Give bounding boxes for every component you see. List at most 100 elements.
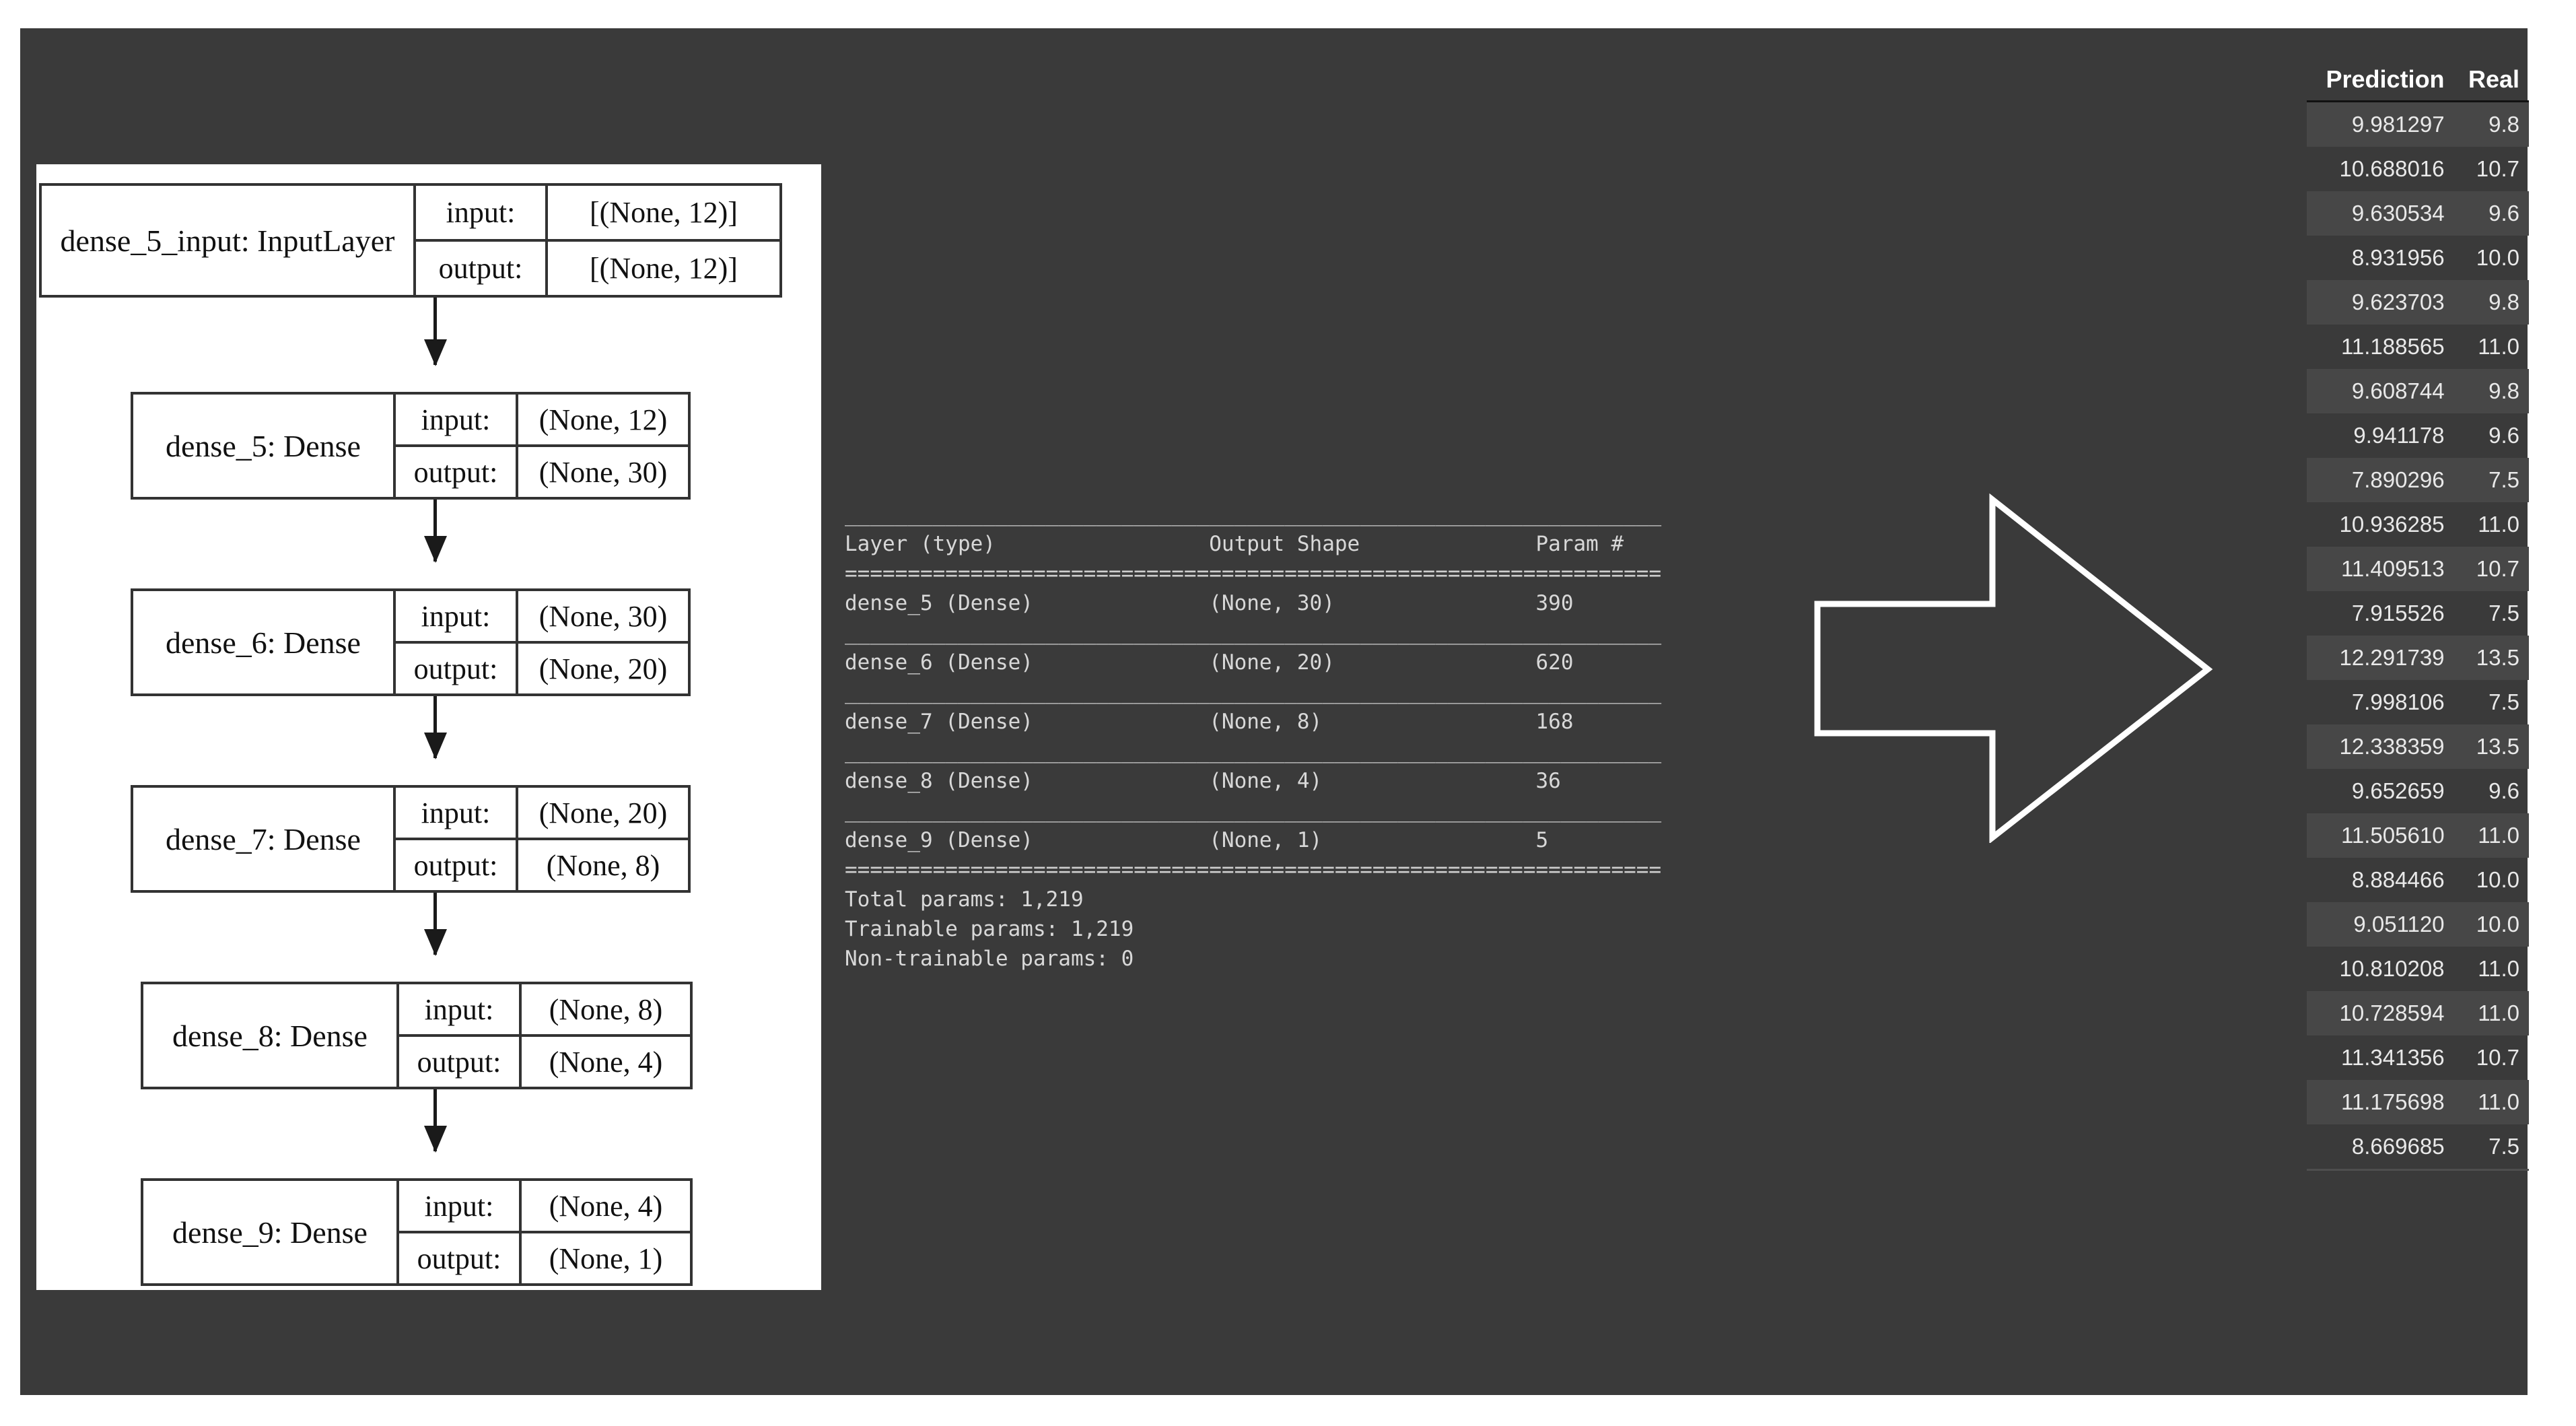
layer-input-label: input: [396, 591, 518, 641]
cell-real: 11.0 [2478, 956, 2519, 981]
cell-prediction: 11.188565 [2341, 334, 2445, 359]
cell-prediction: 12.291739 [2339, 645, 2445, 670]
layer-output-label: output: [396, 447, 518, 497]
layer-input-shape: [(None, 12)] [590, 196, 738, 229]
cell-real: 10.0 [2476, 245, 2519, 270]
cell-real: 7.5 [2488, 601, 2519, 625]
connector-arrow-3 [433, 893, 437, 955]
cell-prediction: 9.981297 [2351, 112, 2445, 137]
summary-header: Layer (type) Output Shape Param # [845, 532, 1624, 556]
layer-output-shape: (None, 4) [549, 1045, 663, 1079]
cell-prediction: 12.338359 [2339, 734, 2445, 759]
table-row: 7.890296 7.5 [2307, 458, 2529, 502]
table-header-row: Prediction Real [2307, 65, 2529, 102]
layer-input-label: input: [396, 788, 518, 838]
layer-output-label: output: [399, 1233, 522, 1283]
cell-real: 9.8 [2488, 290, 2519, 314]
layer-box-dense_7: dense_7: Dense input: (None, 20) output:… [131, 785, 691, 893]
summary-row-2: dense_7 (Dense) (None, 8) 168 [845, 710, 1662, 734]
cell-real: 11.0 [2478, 334, 2519, 359]
layer-box-dense_6: dense_6: Dense input: (None, 30) output:… [131, 588, 691, 696]
right-arrow-icon [1814, 493, 2213, 843]
connector-arrow-1 [433, 500, 437, 562]
summary-rule-2: ________________________________________… [845, 739, 1662, 763]
cell-real: 10.0 [2476, 912, 2519, 937]
layer-box-dense_9: dense_9: Dense input: (None, 4) output: … [141, 1178, 693, 1286]
layer-name: dense_8: Dense [143, 984, 399, 1087]
cell-prediction: 7.890296 [2351, 467, 2445, 492]
table-row: 11.188565 11.0 [2307, 325, 2529, 369]
summary-rule-3: ________________________________________… [845, 799, 1662, 823]
cell-prediction: 11.341356 [2341, 1045, 2445, 1070]
layer-input-label: input: [396, 395, 518, 444]
layer-output-label: output: [399, 1037, 522, 1087]
cell-real: 9.8 [2488, 378, 2519, 403]
summary-row-3: dense_8 (Dense) (None, 4) 36 [845, 769, 1662, 793]
layer-output-shape: (None, 30) [538, 455, 668, 489]
cell-real: 7.5 [2488, 467, 2519, 492]
summary-row-0: dense_5 (Dense) (None, 30) 390 [845, 591, 1662, 615]
layer-name: dense_6: Dense [133, 591, 396, 693]
summary-double-rule-bottom: ========================================… [845, 858, 1662, 882]
layer-input-shape: (None, 12) [538, 403, 668, 436]
cell-real: 11.0 [2478, 1089, 2519, 1114]
cell-prediction: 9.051120 [2353, 912, 2445, 937]
layer-box-dense_5: dense_5: Dense input: (None, 12) output:… [131, 392, 691, 500]
dark-canvas: dense_5_input: InputLayer input: [(None,… [20, 28, 2529, 1395]
layer-input-label: input: [416, 186, 548, 239]
layer-input-label: input: [399, 1181, 522, 1231]
cell-real: 13.5 [2476, 734, 2519, 759]
layer-output-shape: (None, 1) [549, 1242, 663, 1275]
cell-prediction: 10.728594 [2339, 1000, 2445, 1025]
cell-prediction: 9.608744 [2351, 378, 2445, 403]
layer-box-dense_8: dense_8: Dense input: (None, 8) output: … [141, 982, 693, 1089]
table-row: 9.051120 10.0 [2307, 902, 2529, 947]
layer-name: dense_7: Dense [133, 788, 396, 890]
cell-real: 10.7 [2476, 156, 2519, 181]
cell-prediction: 8.669685 [2307, 1124, 2454, 1171]
layer-name: dense_9: Dense [143, 1181, 399, 1283]
layer-input-shape: (None, 8) [549, 992, 663, 1026]
layer-input-label: input: [399, 984, 522, 1034]
cell-real: 9.8 [2488, 112, 2519, 137]
cell-real: 7.5 [2453, 1124, 2529, 1171]
connector-arrow-2 [433, 696, 437, 758]
cell-prediction: 10.936285 [2339, 512, 2445, 537]
model-summary-text: ________________________________________… [845, 500, 1661, 974]
table-row: 9.652659 9.6 [2307, 769, 2529, 813]
table-row: 9.608744 9.8 [2307, 369, 2529, 413]
cell-prediction: 9.623703 [2351, 290, 2445, 314]
column-header-real: Real [2453, 65, 2529, 102]
cell-prediction: 9.652659 [2351, 778, 2445, 803]
layer-input-shape: (None, 30) [538, 599, 668, 633]
table-row: 11.409513 10.7 [2307, 547, 2529, 591]
cell-prediction: 11.409513 [2341, 556, 2445, 581]
layer-name: dense_5: Dense [133, 395, 396, 497]
layer-output-shape: (None, 8) [546, 848, 660, 882]
cell-real: 10.7 [2476, 556, 2519, 581]
cell-real: 9.6 [2488, 778, 2519, 803]
layer-output-shape: (None, 20) [538, 652, 668, 685]
column-header-prediction: Prediction [2307, 65, 2454, 102]
summary-rule-0: ________________________________________… [845, 621, 1662, 645]
layer-input-shape: (None, 20) [538, 796, 668, 829]
layer-input-shape: (None, 4) [549, 1189, 663, 1223]
summary-double-rule-top: ========================================… [845, 562, 1662, 586]
layer-output-label: output: [396, 840, 518, 890]
table-row: 12.338359 13.5 [2307, 724, 2529, 769]
table-row: 9.981297 9.8 [2307, 101, 2529, 147]
